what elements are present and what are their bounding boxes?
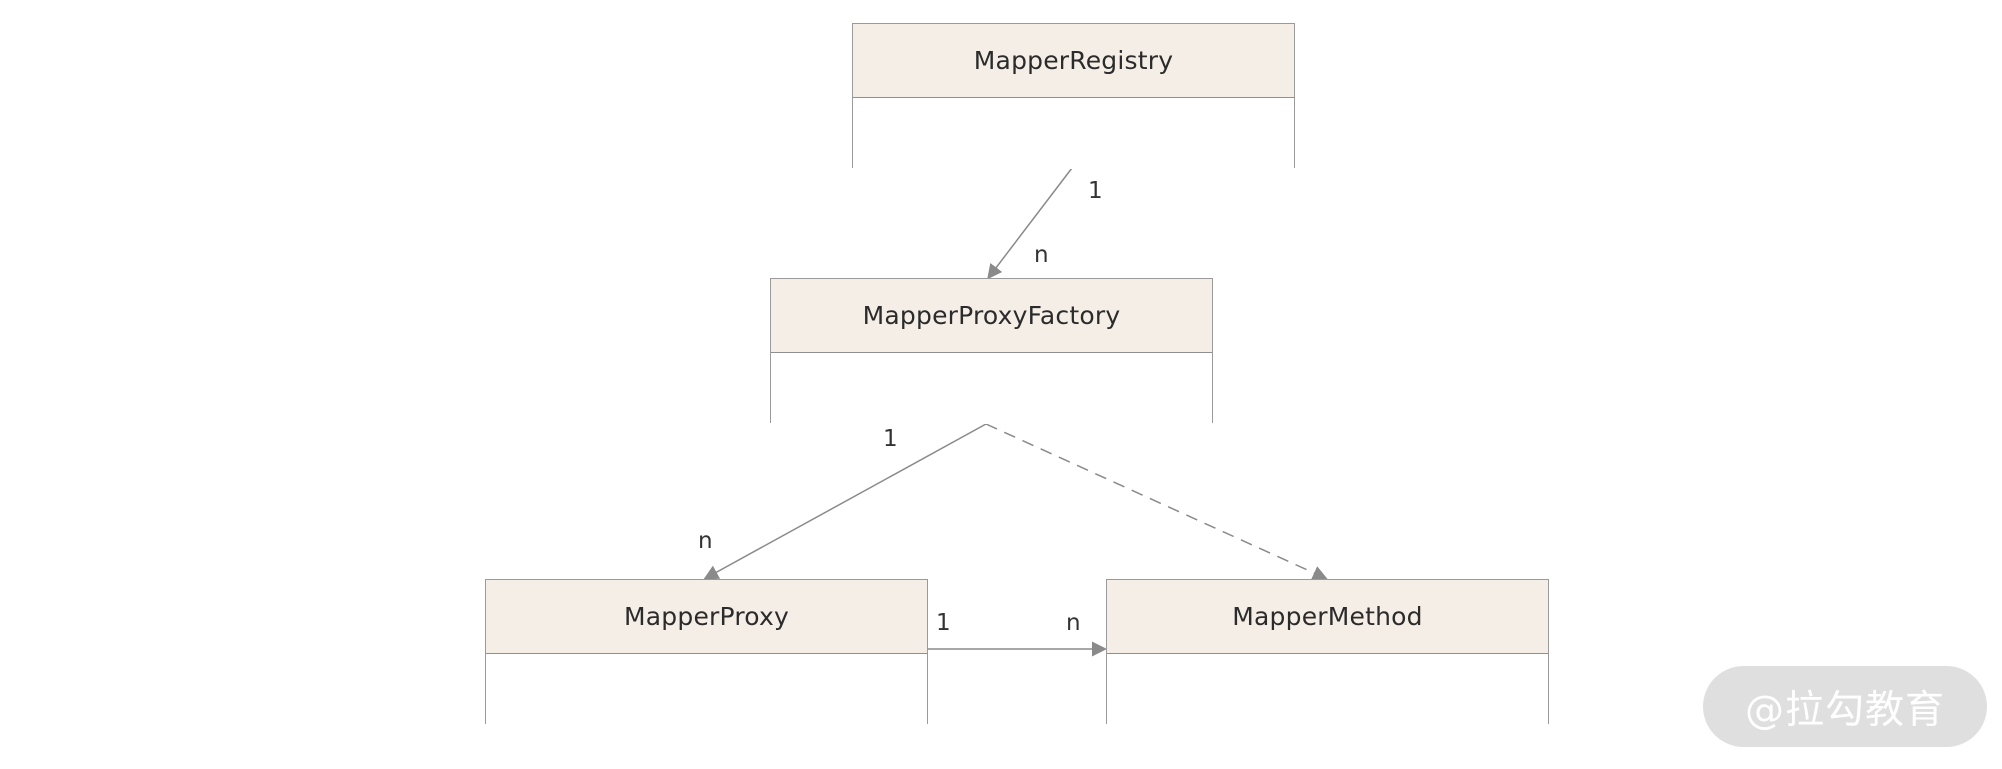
association-registry-to-factory	[987, 167, 1073, 280]
class-name-mapper-method: MapperMethod	[1107, 580, 1548, 654]
class-body-mapper-registry	[853, 98, 1294, 169]
class-box-mapper-method: MapperMethod	[1106, 579, 1549, 725]
dependency-factory-to-method	[985, 423, 1328, 580]
multiplicity-factory-side-top: n	[1034, 242, 1049, 268]
class-name-mapper-proxy-factory: MapperProxyFactory	[771, 279, 1212, 353]
class-box-mapper-proxy-factory: MapperProxyFactory	[770, 278, 1213, 424]
multiplicity-proxy-to-method-target: n	[1066, 610, 1081, 636]
class-name-mapper-registry: MapperRegistry	[853, 24, 1294, 98]
multiplicity-proxy-side: n	[698, 528, 713, 554]
class-name-mapper-proxy: MapperProxy	[486, 580, 927, 654]
multiplicity-registry-side: 1	[1088, 178, 1103, 204]
association-factory-to-proxy	[703, 423, 987, 580]
class-box-mapper-proxy: MapperProxy	[485, 579, 928, 725]
class-box-mapper-registry: MapperRegistry	[852, 23, 1295, 169]
multiplicity-factory-side-bottom: 1	[883, 426, 898, 452]
class-body-mapper-method	[1107, 654, 1548, 725]
class-body-mapper-proxy-factory	[771, 353, 1212, 424]
watermark-badge: @拉勾教育	[1703, 666, 1987, 747]
multiplicity-proxy-to-method-source: 1	[936, 610, 951, 636]
watermark-text: @拉勾教育	[1744, 687, 1945, 733]
class-body-mapper-proxy	[486, 654, 927, 725]
